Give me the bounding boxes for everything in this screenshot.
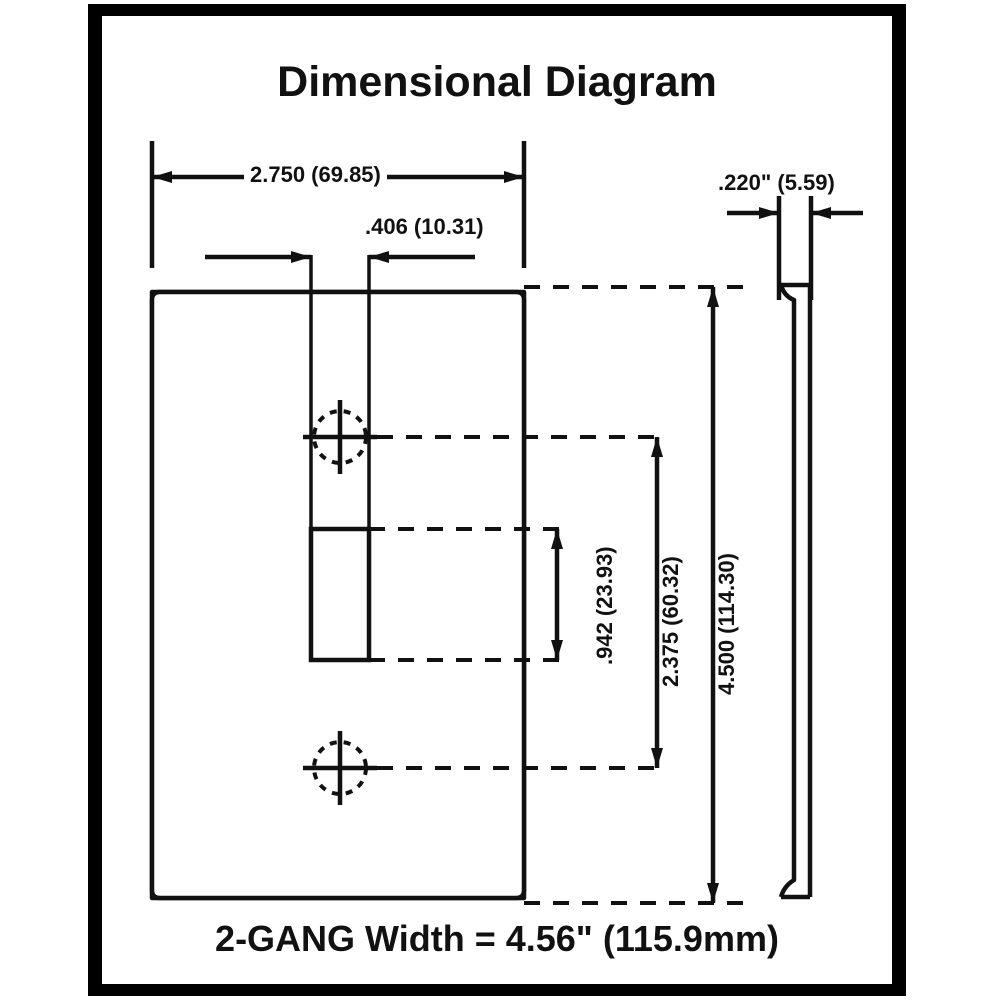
label-opening-width: .406 (10.31)	[360, 216, 489, 238]
opening-extension-lines	[309, 255, 371, 529]
label-overall-width: 2.750 (69.85)	[244, 164, 387, 186]
gang-width-caption: 2-GANG Width = 4.56" (115.9mm)	[215, 918, 779, 959]
side-profile-view	[778, 282, 813, 900]
top-screw-hole	[303, 400, 377, 474]
page-title: Dimensional Diagram	[277, 58, 717, 106]
dimension-overall-width	[149, 141, 527, 268]
dimension-overall-height	[707, 287, 719, 903]
label-overall-height: 4.500 (114.30)	[714, 548, 739, 700]
dimension-screw-spacing	[651, 437, 663, 768]
label-screw-spacing: 2.375 (60.32)	[658, 551, 683, 692]
label-opening-height: .942 (23.93)	[592, 541, 617, 670]
dimension-opening-width	[205, 251, 475, 263]
dimension-opening-height	[551, 529, 563, 660]
bottom-screw-hole	[303, 731, 377, 805]
label-thickness: .220" (5.59)	[713, 172, 840, 194]
toggle-switch-opening	[308, 526, 372, 663]
dimension-thickness	[727, 196, 863, 300]
